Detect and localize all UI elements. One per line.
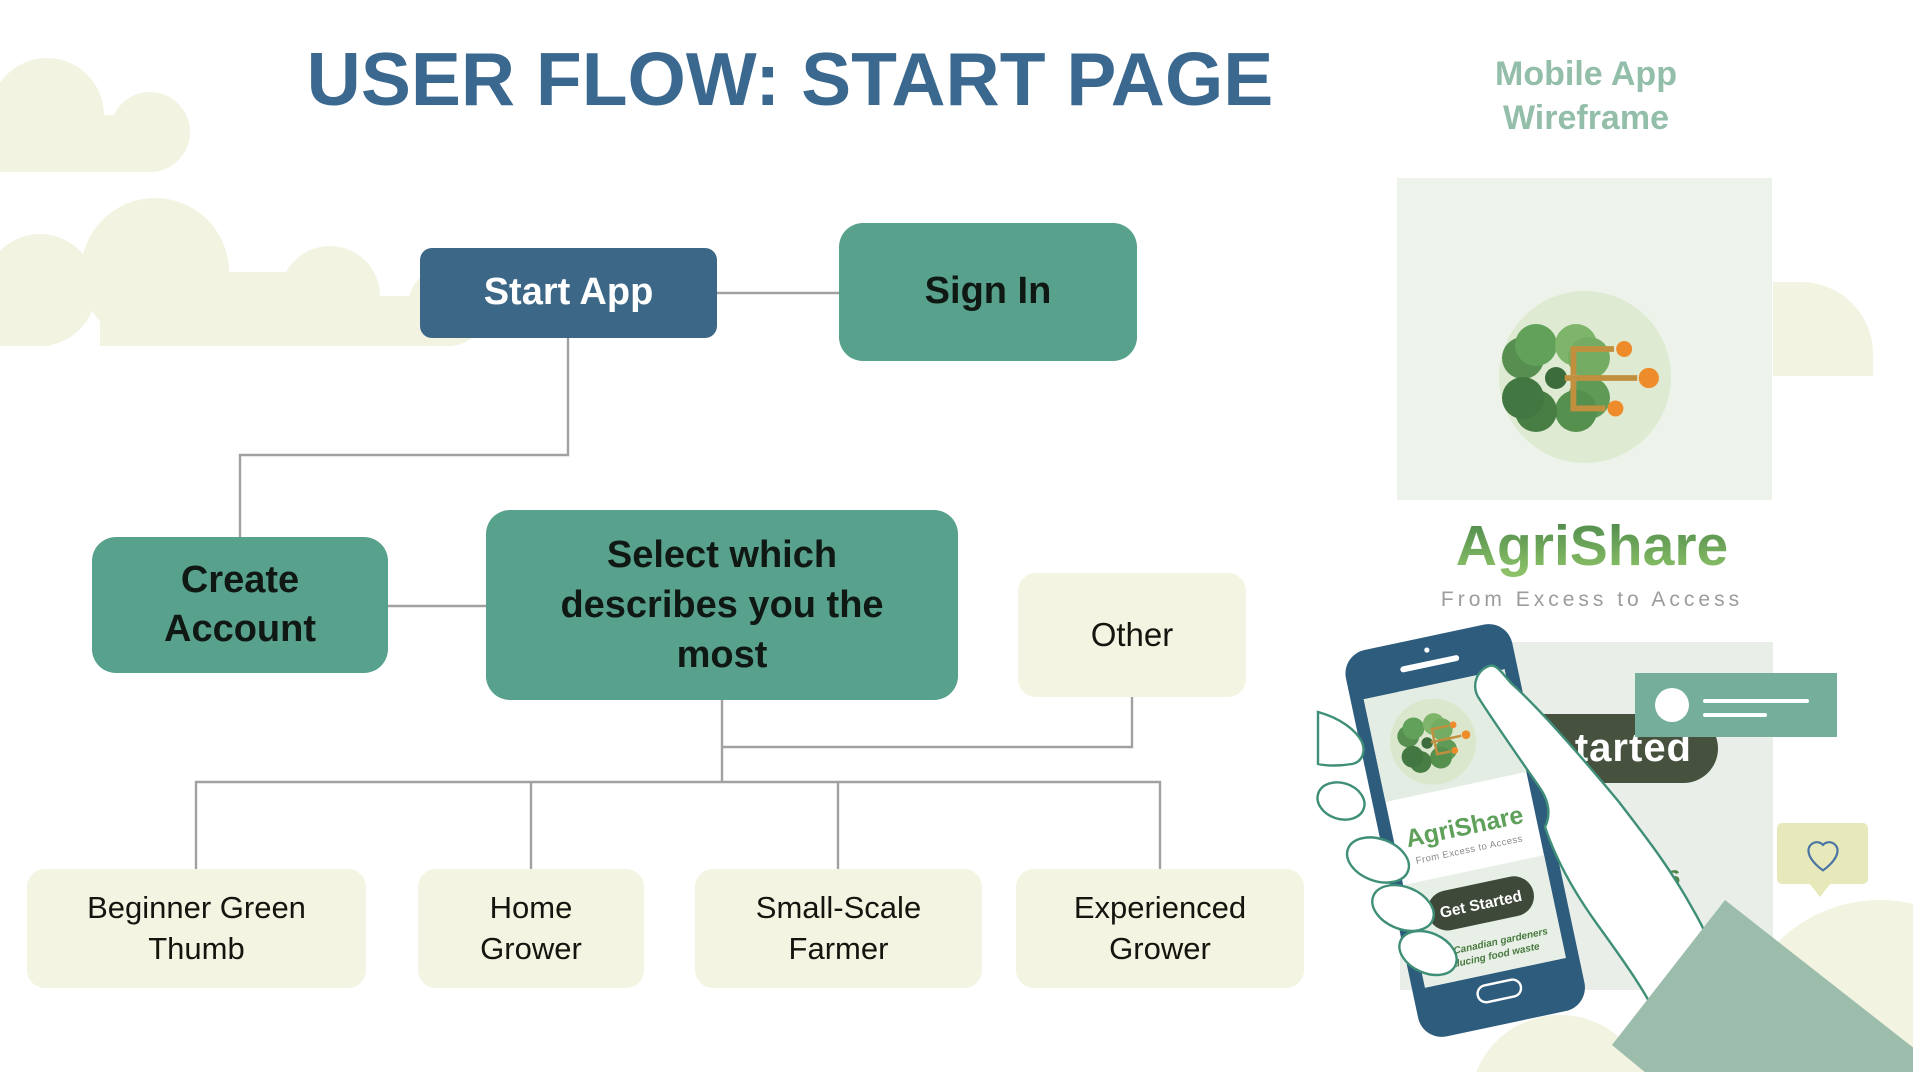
notification-card	[1635, 673, 1837, 737]
flow-node-label: Beginner Green Thumb	[87, 890, 306, 966]
avatar	[1655, 688, 1689, 722]
flow-node-label: Home Grower	[480, 890, 582, 966]
cloud-shape-right	[1773, 282, 1873, 376]
flow-node-other[interactable]: Other	[1018, 573, 1246, 697]
flow-node-sign-in[interactable]: Sign In	[839, 223, 1137, 361]
flow-node-label: Start App	[483, 271, 654, 314]
flow-node-label: Small-Scale Farmer	[755, 890, 922, 966]
page-title: USER FLOW: START PAGE	[306, 37, 1274, 121]
flow-node-label: Experienced Grower	[1073, 890, 1247, 966]
flow-node-create-account[interactable]: Create Account	[92, 537, 388, 673]
agrishare-logo: AgriShare	[1392, 513, 1792, 579]
flow-connectors	[194, 291, 1162, 869]
flow-node-label: Other	[1090, 615, 1174, 653]
flow-node-label: Create Account	[164, 558, 316, 650]
text-line-placeholder	[1703, 713, 1767, 717]
flow-node-experienced-grower[interactable]: Experienced Grower	[1016, 869, 1304, 988]
flow-node-start-app[interactable]: Start App	[420, 248, 717, 338]
flow-node-beginner-green-thumb[interactable]: Beginner Green Thumb	[27, 869, 366, 988]
flow-node-label: Select which describes you the most	[560, 533, 884, 677]
flow-node-small-scale-farmer[interactable]: Small-Scale Farmer	[695, 869, 982, 988]
flow-node-home-grower[interactable]: Home Grower	[418, 869, 644, 988]
text-line-placeholder	[1703, 699, 1809, 703]
bubble-tail	[1809, 883, 1831, 897]
heart-icon	[1806, 840, 1839, 872]
flow-node-select-description[interactable]: Select which describes you the most	[486, 510, 958, 700]
agrishare-tagline: From Excess to Access	[1440, 588, 1744, 611]
like-bubble	[1777, 823, 1868, 897]
wireframe-heading: Mobile App Wireframe	[1495, 55, 1677, 138]
flow-node-label: Sign In	[924, 270, 1052, 313]
